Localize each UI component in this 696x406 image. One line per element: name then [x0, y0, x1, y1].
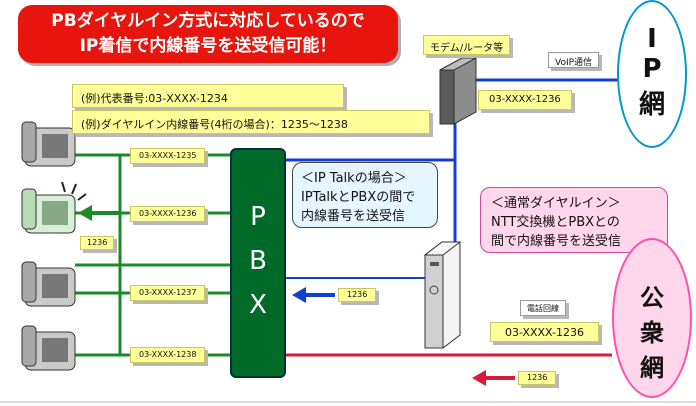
incoming-arrow-green: [78, 205, 92, 221]
phone-icon-2: [21, 181, 87, 234]
normal-title: ＜通常ダイヤルイン＞: [491, 196, 621, 211]
modem-label: モデム/ルータ等: [423, 35, 511, 55]
headline-banner: PBダイヤルイン方式に対応しているので IP着信で内線番号を送受信可能！: [18, 5, 398, 63]
normal-dialin-callout: ＜通常ダイヤルイン＞ NTT交換機とPBXとの 間で内線番号を送受信: [480, 187, 668, 253]
phone-icon-1: [21, 121, 76, 167]
representative-number-example: (例)代表番号:03-XXXX-1234: [72, 84, 344, 108]
blue-arrow-tag: 1236: [338, 288, 377, 302]
adapter-device-icon: [423, 241, 462, 349]
extension-tag: 1236: [80, 236, 115, 250]
extension-number-4: 03-XXXX-1238: [130, 347, 206, 363]
phone-icon-4: [21, 325, 76, 371]
phone-icon-3: [21, 261, 76, 307]
voip-label: VoIP通信: [548, 52, 600, 68]
extension-number-1: 03-XXXX-1235: [130, 148, 206, 164]
iptalk-callout: ＜IP Talkの場合＞ IPTalkとPBXの間で 内線番号を送受信: [292, 162, 438, 228]
incoming-arrow-red: [472, 370, 486, 386]
phone-line-number: 03-XXXX-1236: [490, 322, 599, 342]
ip-net-char-1: I: [647, 24, 657, 54]
pub-net-char-2: 衆: [640, 319, 664, 347]
ip-number-label: 03-XXXX-1236: [478, 90, 572, 110]
ip-network-node: I P 網: [617, 0, 687, 148]
pbx-letter-x: X: [249, 290, 267, 320]
pbx-letter-b: B: [249, 246, 267, 276]
headline-line-2: IP着信で内線番号を送受信可能！: [79, 36, 337, 56]
phone-line-label: 電話回線: [520, 300, 566, 316]
modem-router-icon: [439, 57, 477, 125]
incoming-arrow-blue: [292, 287, 306, 303]
pbx-letter-p: P: [250, 202, 266, 232]
ip-net-char-2: P: [642, 54, 662, 84]
pub-net-char-1: 公: [640, 284, 664, 312]
headline-line-1: PBダイヤルイン方式に対応しているので: [51, 11, 365, 31]
public-network-node: 公 衆 網: [612, 238, 692, 398]
normal-line-2: 間で内線番号を送受信: [491, 234, 622, 249]
iptalk-title: ＜IP Talkの場合＞: [301, 171, 407, 186]
iptalk-line-2: 内線番号を送受信: [301, 209, 406, 224]
pbx-box: P B X: [230, 148, 286, 378]
pub-net-char-3: 網: [640, 354, 664, 382]
iptalk-line-1: IPTalkとPBXの間で: [301, 190, 416, 205]
dial-in-extension-example: (例)ダイヤルイン内線番号(4桁の場合)：1235～1238: [72, 110, 430, 134]
extension-number-3: 03-XXXX-1237: [130, 285, 206, 301]
extension-number-2: 03-XXXX-1236: [130, 206, 206, 222]
ip-net-char-3: 網: [638, 90, 665, 120]
normal-line-1: NTT交換機とPBXとの: [491, 215, 620, 230]
red-arrow-tag: 1236: [518, 371, 557, 385]
